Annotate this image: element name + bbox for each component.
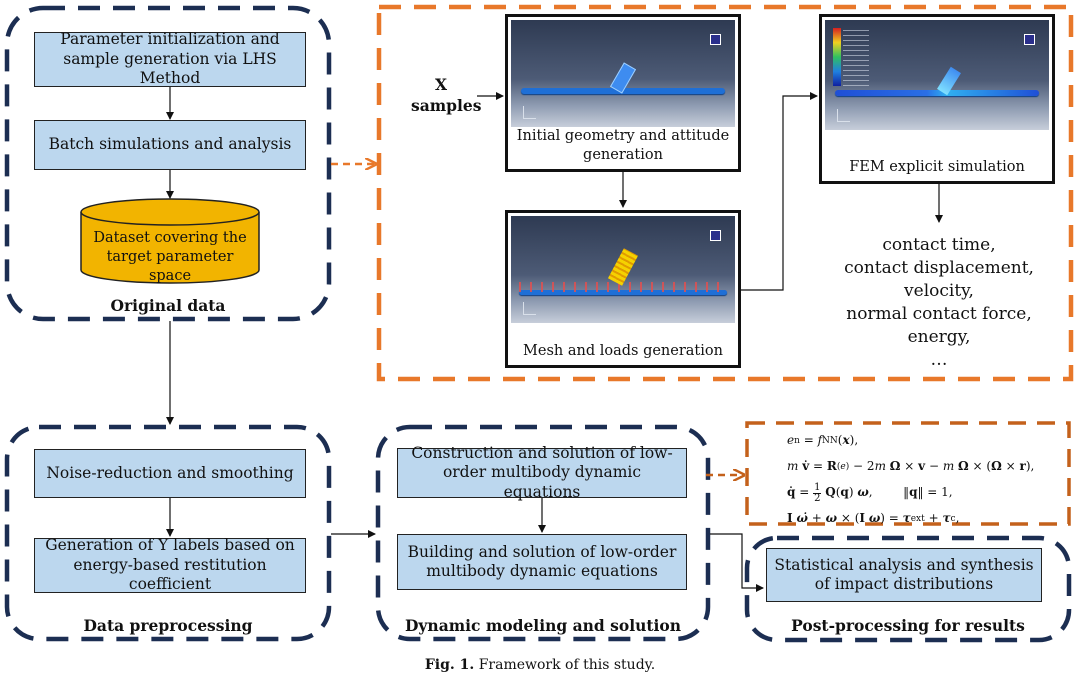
load-markers — [519, 282, 727, 292]
lhs-sampling-text: Parameter initialization and sample gene… — [60, 30, 280, 88]
lhs-sampling-box: Parameter initialization and sample gene… — [34, 30, 306, 88]
fem-explicit-render — [825, 20, 1049, 130]
post-processing-group — [744, 535, 1072, 643]
caption-prefix: Fig. 1. — [424, 657, 475, 673]
output-item: velocity, — [904, 280, 974, 301]
statistical-analysis-text: Statistical analysis and synthesis of im… — [774, 555, 1034, 593]
batch-simulation-box: Batch simulations and analysis — [34, 120, 306, 170]
construction-text: Construction and solution of low-order m… — [411, 443, 673, 501]
fem-workflow-group — [376, 4, 1074, 382]
dataset-label: Dataset covering the target parameter sp… — [93, 230, 247, 284]
data-preprocessing-label: Data preprocessing — [83, 616, 253, 635]
y-labels-text: Generation of Y labels based on energy-b… — [45, 536, 295, 594]
post-processing-label: Post-processing for results — [791, 616, 1025, 635]
mesh-loads-panel: Mesh and loads generation — [505, 210, 741, 368]
mesh-loads-caption: Mesh and loads generation — [523, 343, 723, 360]
mesh-loads-render — [511, 216, 735, 323]
original-data-label: Original data — [110, 296, 226, 315]
view-cube-icon — [710, 34, 721, 45]
building-text: Building and solution of low-order multi… — [407, 542, 677, 580]
figure-caption: Fig. 1. Framework of this study. — [0, 657, 1080, 673]
y-labels-box: Generation of Y labels based on energy-b… — [34, 536, 306, 594]
output-item: contact displacement, — [844, 257, 1034, 278]
samples-label: samples — [411, 95, 482, 115]
axis-triad-icon — [523, 302, 536, 315]
building-box: Building and solution of low-order multi… — [397, 534, 687, 590]
statistical-analysis-box: Statistical analysis and synthesis of im… — [766, 548, 1042, 602]
view-cube-icon — [710, 230, 721, 241]
axis-triad-icon — [837, 109, 850, 122]
batch-simulation-text: Batch simulations and analysis — [48, 135, 292, 154]
fem-explicit-caption: FEM explicit simulation — [849, 159, 1025, 176]
output-item: … — [930, 349, 948, 370]
axis-triad-icon — [523, 106, 536, 119]
x-samples-label: X samples — [411, 75, 482, 117]
output-item: energy, — [907, 326, 971, 347]
equations-group — [745, 421, 1071, 526]
noise-reduction-box: Noise-reduction and smoothing — [34, 449, 306, 498]
fem-outputs-list: contact time, contact displacement, velo… — [829, 234, 1049, 372]
meshed-plate-shape — [519, 290, 727, 295]
original-data-group — [4, 5, 332, 322]
construction-box: Construction and solution of low-order m… — [397, 444, 687, 501]
meshed-impactor-shape — [607, 248, 639, 286]
dynamic-modeling-label: Dynamic modeling and solution — [404, 616, 682, 635]
arrow-panel2-to-panel3 — [741, 92, 818, 291]
dataset-cylinder — [80, 198, 260, 284]
initial-geometry-caption: Initial geometry and attitude generation — [516, 128, 730, 164]
initial-geometry-panel: Initial geometry and attitude generation — [505, 14, 741, 172]
output-item: contact time, — [882, 235, 996, 255]
data-preprocessing-group — [4, 424, 332, 642]
contour-legend-bar — [833, 28, 841, 86]
x-label: X — [434, 75, 448, 94]
initial-geometry-render — [511, 20, 735, 127]
noise-reduction-text: Noise-reduction and smoothing — [46, 463, 294, 482]
deformed-plate-shape — [835, 90, 1039, 96]
view-cube-icon — [1024, 34, 1035, 45]
arrow-dynamic-to-post — [710, 533, 764, 592]
output-item: normal contact force, — [846, 303, 1032, 324]
fem-explicit-panel: FEM explicit simulation — [819, 14, 1055, 184]
contour-legend-values — [843, 28, 869, 86]
dynamic-modeling-group — [375, 424, 711, 642]
caption-text: Framework of this study. — [478, 657, 656, 673]
